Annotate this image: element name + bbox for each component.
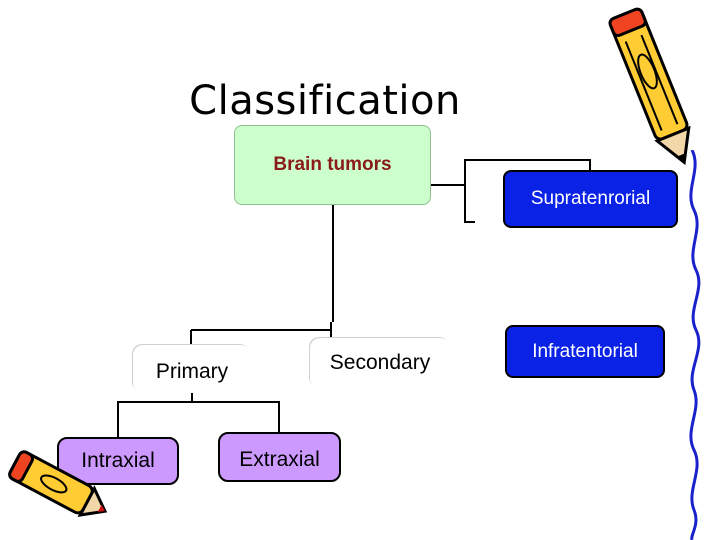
node-label: Infratentorial [532, 340, 638, 362]
node-label: Extraxial [239, 448, 320, 471]
node-brain-tumors: Brain tumors [234, 125, 431, 205]
node-label: Intraxial [81, 449, 155, 472]
connector-primary-extra [192, 401, 280, 432]
node-supratentorial: Supratenrorial [503, 170, 678, 228]
node-primary: Primary [133, 345, 251, 393]
node-extraxial: Extraxial [218, 432, 341, 482]
pencil-icon [608, 7, 691, 166]
node-label: Secondary [329, 351, 431, 374]
decorative-squiggle [689, 150, 701, 540]
pencil-icon [8, 450, 108, 517]
node-label: Supratenrorial [530, 188, 651, 209]
node-secondary: Secondary [310, 338, 450, 388]
node-label: Primary [155, 360, 229, 383]
node-infratentorial: Infratentorial [505, 325, 665, 378]
connector-infra [464, 185, 475, 223]
connector-root-right [431, 159, 591, 186]
node-label: Brain tumors [273, 154, 392, 175]
connector-primary-down [117, 393, 193, 437]
node-intraxial: Intraxial [57, 437, 179, 485]
page-title: Classification [189, 78, 461, 124]
